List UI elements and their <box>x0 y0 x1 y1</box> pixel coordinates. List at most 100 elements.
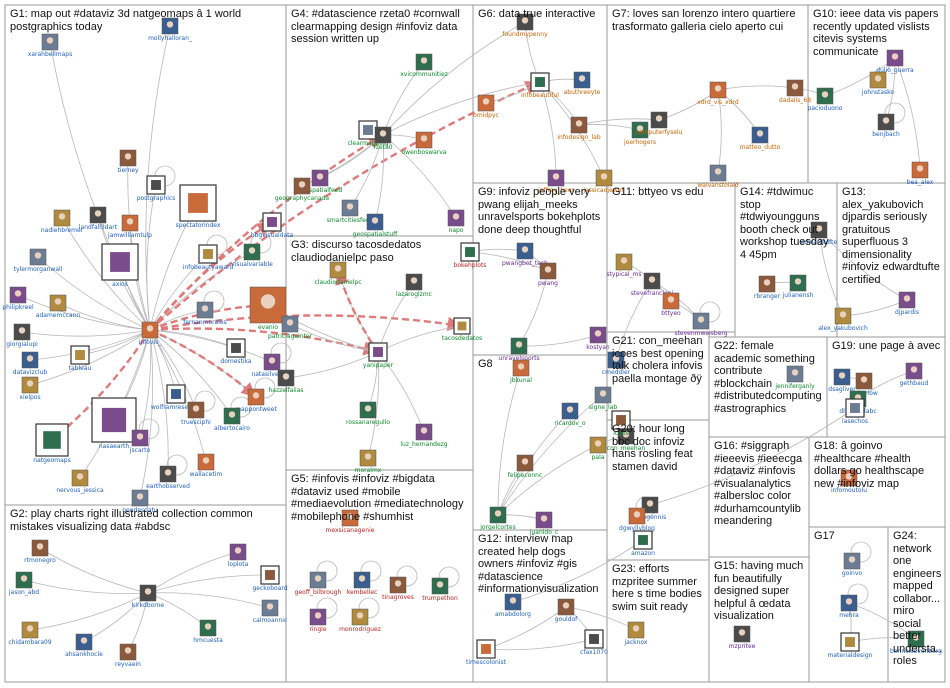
node-nadiehbremer[interactable]: nadiehbremer <box>41 210 84 234</box>
node-pala[interactable]: pala <box>590 437 606 461</box>
node-label: mollyhalloran_ <box>148 35 193 42</box>
node-matteo-dutto[interactable]: matteo_dutto <box>740 127 781 151</box>
node-spectatorindex[interactable]: spectatorindex <box>176 185 221 229</box>
node-giorgialupi[interactable]: giorgialupi <box>6 324 38 348</box>
node-amazon[interactable]: amazon <box>631 531 655 557</box>
node-ricardov-o[interactable]: ricardov_o <box>554 403 586 427</box>
node-johnstasko[interactable]: johnstasko <box>861 72 894 96</box>
node-abuthreeyte[interactable]: abuthreeyte <box>564 72 601 96</box>
node-benjbach[interactable]: benjbach <box>872 114 900 138</box>
node-jscarto[interactable]: jscarto <box>129 430 151 454</box>
node-evanio[interactable]: evanio <box>250 287 286 331</box>
node-axios[interactable]: axios <box>102 244 138 288</box>
node-omidpyc[interactable]: omidpyc <box>473 95 499 119</box>
node-label: foundmypenny <box>502 31 548 38</box>
node-hmcuesta[interactable]: hmcuesta <box>193 620 223 644</box>
node-stypical-ms[interactable]: stypical_ms <box>606 254 641 278</box>
node-bea-alex[interactable]: bea_alex <box>907 162 934 186</box>
node-jorgelcortes[interactable]: jorgelcortes <box>479 507 515 531</box>
node-postgraphics[interactable]: postgraphics <box>137 176 176 202</box>
node-rbranger[interactable]: rbranger <box>754 276 781 300</box>
node-dadalis-68[interactable]: dadalis_68 <box>779 80 811 104</box>
node-materialdesign[interactable]: materialdesign <box>828 633 873 659</box>
node-tacosdedatos[interactable]: tacosdedatos <box>442 318 482 342</box>
node-amabdolorg[interactable]: amabdolorg <box>495 594 531 618</box>
node-label: jscarto <box>129 447 151 454</box>
node-bttyeo[interactable]: bttyeo <box>661 293 681 317</box>
node-datavizclub[interactable]: datavizclub <box>13 352 48 376</box>
node-jason-abd[interactable]: jason_abd <box>8 572 39 596</box>
node-tableau[interactable]: tableau <box>69 346 92 372</box>
node-xdrd-vis-xdrd[interactable]: xdrd_vis_xdrd <box>697 82 739 106</box>
node-goinvo[interactable]: goinvo <box>842 553 863 577</box>
node-tylermorganwall[interactable]: tylermorganwall <box>14 249 63 273</box>
node-kostyan[interactable]: kostyan <box>586 327 610 351</box>
node-ahsankhocle[interactable]: ahsankhocle <box>65 634 103 658</box>
node-landfall3dart[interactable]: landfall3dart <box>79 207 118 231</box>
node-kirkdborne[interactable]: kirkdborne <box>132 585 165 609</box>
node-earthobserved[interactable]: earthobserved <box>146 466 190 490</box>
node-chidambara09[interactable]: chidambara09 <box>8 622 52 646</box>
node-calmoannic[interactable]: calmoannic <box>253 600 287 624</box>
node-visualvariable[interactable]: visualvariable <box>231 244 273 268</box>
edge <box>579 124 640 130</box>
node-rtmonegro[interactable]: rtmonegro <box>24 540 56 564</box>
node-pwang[interactable]: pwang <box>538 263 558 287</box>
node-signe-lab[interactable]: signe_lab <box>589 387 617 411</box>
node-gethbaud[interactable]: gethbaud <box>900 363 929 387</box>
node-claudiodanielpc[interactable]: claudiodanielpc <box>314 262 361 286</box>
node-rzeta0[interactable]: rzeta0 <box>373 127 392 151</box>
node-loplota[interactable]: loplota <box>228 544 249 568</box>
group-title-g12: G12: interview map created help dogs own… <box>478 533 603 596</box>
node-label: datavizclub <box>13 369 48 376</box>
node-geoff-bilbrough[interactable]: geoff_bilbrough <box>295 572 342 596</box>
node-kembellec[interactable]: kembellec <box>347 572 378 596</box>
node-owenboswarva[interactable]: owenboswarva <box>402 132 447 156</box>
node-cfax1070[interactable]: cfax1070 <box>580 630 608 656</box>
node-stevenmweisberg[interactable]: stevenmweisberg <box>674 313 727 337</box>
node-infodesign-lab[interactable]: infodesign_lab <box>557 117 601 141</box>
node-lazaroglzmc[interactable]: lazaroglzmc <box>396 274 432 298</box>
logo-mark-icon <box>265 570 275 580</box>
node-xvicommunitiez[interactable]: xvicommunitiez <box>400 54 448 78</box>
node-geckoboard[interactable]: geckoboard <box>252 566 287 592</box>
node-djpardis[interactable]: djpardis <box>895 292 919 316</box>
face-icon <box>757 130 763 136</box>
node-wallacetim[interactable]: wallacetim <box>190 454 223 478</box>
face-icon <box>229 411 235 417</box>
node-trumpethon[interactable]: trumpethon <box>422 578 458 602</box>
group-title-g15: G15: having much fun beautifully designe… <box>714 560 805 623</box>
node-adamemccann[interactable]: adamemccann <box>36 295 81 319</box>
node-natgeomaps[interactable]: natgeomaps <box>33 424 70 464</box>
node-lasechos[interactable]: lasechos <box>842 399 868 425</box>
node-label: xielpos <box>19 394 40 401</box>
node-tierney[interactable]: tierney <box>117 150 139 174</box>
node-moralmx[interactable]: moralmx <box>355 450 382 474</box>
node-xielpos[interactable]: xielpos <box>19 377 40 401</box>
face-icon <box>359 575 365 581</box>
node-mzpritee[interactable]: mzpritee <box>729 626 756 650</box>
edge <box>498 395 603 515</box>
node-monrodriguez[interactable]: monrodriguez <box>339 609 381 633</box>
node-tinagroves[interactable]: tinagroves <box>382 577 414 601</box>
node-infobeautiful[interactable]: infobeautiful <box>521 73 559 99</box>
node-mehra[interactable]: mehra <box>839 595 859 619</box>
node-philipkreel[interactable]: philipkreel <box>2 287 34 311</box>
node-gouldof[interactable]: gouldof <box>555 599 578 623</box>
node-label: geospatialstuff <box>353 231 398 238</box>
node-rossanaregullo[interactable]: rossanaregullo <box>346 402 390 426</box>
logo-mark-icon <box>589 634 599 644</box>
node-felipeconnc[interactable]: felipeconnc <box>508 455 543 479</box>
node-ringle[interactable]: ringle <box>309 609 326 633</box>
node-nervous-jessica[interactable]: nervous_jessica <box>56 470 104 494</box>
node-nasaearth[interactable]: nasaearth <box>92 398 136 450</box>
node-napo[interactable]: napo <box>448 210 464 234</box>
node-alex-yakubovich[interactable]: alex_yakubovich <box>818 308 868 332</box>
group-title-g10: G10: ieee data vis papers recently updat… <box>813 8 941 58</box>
node-label: julianensh <box>782 292 814 299</box>
node-xarahbellmaps[interactable]: xarahbellmaps <box>28 34 72 58</box>
node-luz-hernandezg[interactable]: luz_hernandezg <box>400 424 447 448</box>
node-smartcitiesfeed[interactable]: smartcitiesfeed <box>327 200 374 224</box>
node-reyvaein[interactable]: reyvaein <box>115 644 141 668</box>
node-julianensh[interactable]: julianensh <box>782 275 814 299</box>
